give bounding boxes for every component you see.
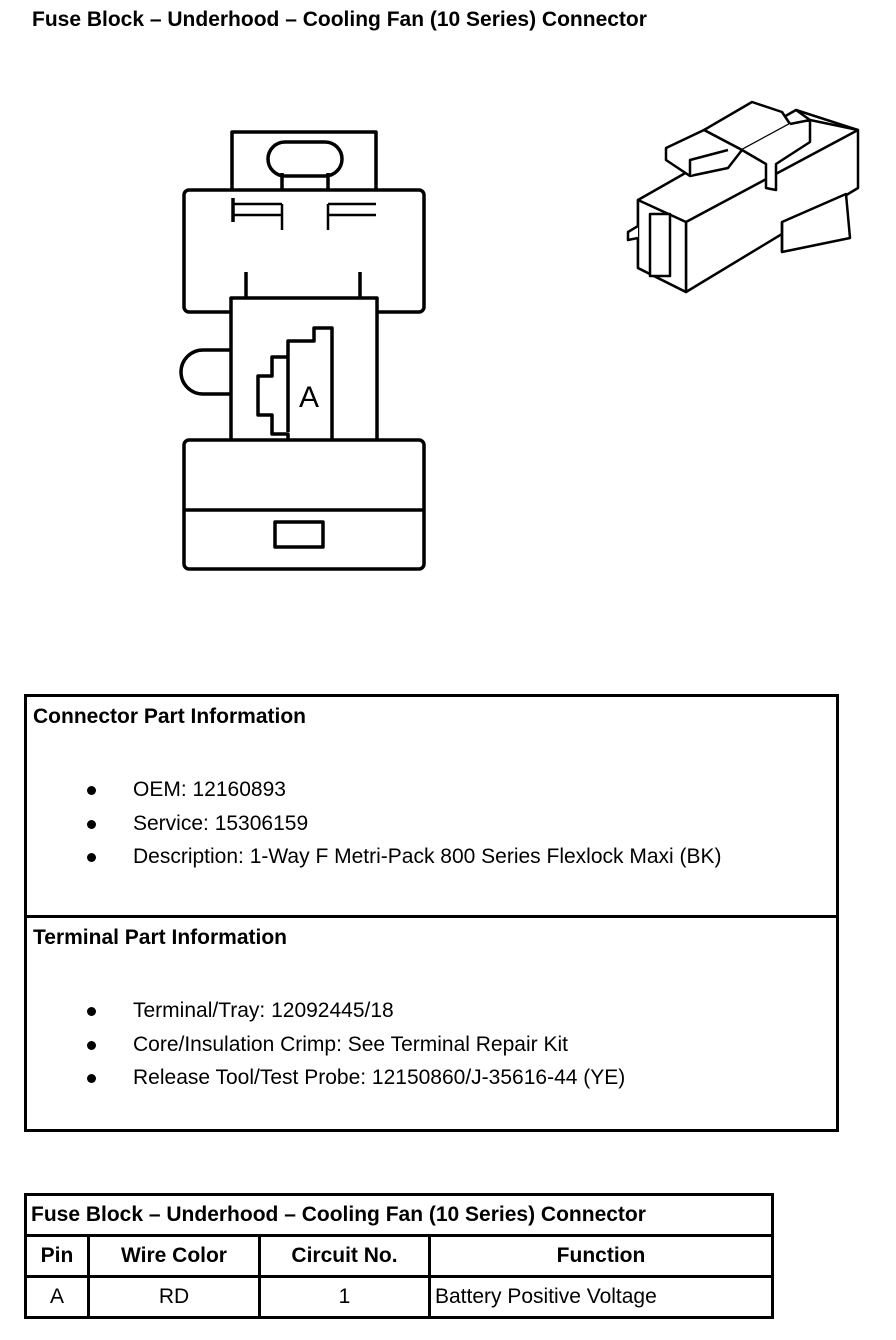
cell-pin: A [24, 1275, 90, 1319]
connector-isometric-view [626, 100, 860, 294]
connector-face-view [179, 130, 426, 571]
bullet-icon [87, 1040, 96, 1050]
terminal-part-heading: Terminal Part Information [33, 926, 287, 949]
table-row: A RD 1 Battery Positive Voltage [24, 1275, 774, 1319]
bullet-icon [87, 786, 96, 795]
connector-part-information: Connector Part Information OEM: 12160893… [33, 705, 722, 868]
column-header-function: Function [428, 1234, 774, 1278]
connector-drawing: A [179, 100, 860, 571]
bullet-icon [87, 1074, 96, 1083]
column-header-wire-color: Wire Color [87, 1234, 261, 1278]
cell-circuit-no: 1 [258, 1275, 431, 1319]
table-title: Fuse Block – Underhood – Cooling Fan (10… [24, 1193, 774, 1237]
part-information-box: Connector Part Information OEM: 12160893… [24, 694, 839, 1132]
column-header-pin: Pin [24, 1234, 90, 1278]
terminal-label-a: A [299, 381, 319, 414]
page-title: Fuse Block – Underhood – Cooling Fan (10… [32, 8, 647, 31]
pin-table: Fuse Block – Underhood – Cooling Fan (10… [24, 1193, 774, 1319]
bullet-icon [87, 819, 96, 829]
connector-part-heading: Connector Part Information [33, 705, 307, 728]
column-header-circuit-no: Circuit No. [258, 1234, 431, 1278]
bullet-icon [87, 853, 96, 862]
table-title-row: Fuse Block – Underhood – Cooling Fan (10… [24, 1193, 774, 1237]
cell-function: Battery Positive Voltage [428, 1275, 774, 1319]
table-header-row: Pin Wire Color Circuit No. Function [24, 1234, 774, 1278]
bullet-icon [87, 1007, 96, 1016]
cell-wire-color: RD [87, 1275, 261, 1319]
terminal-part-information: Terminal Part Information Terminal/Tray:… [27, 915, 836, 1129]
